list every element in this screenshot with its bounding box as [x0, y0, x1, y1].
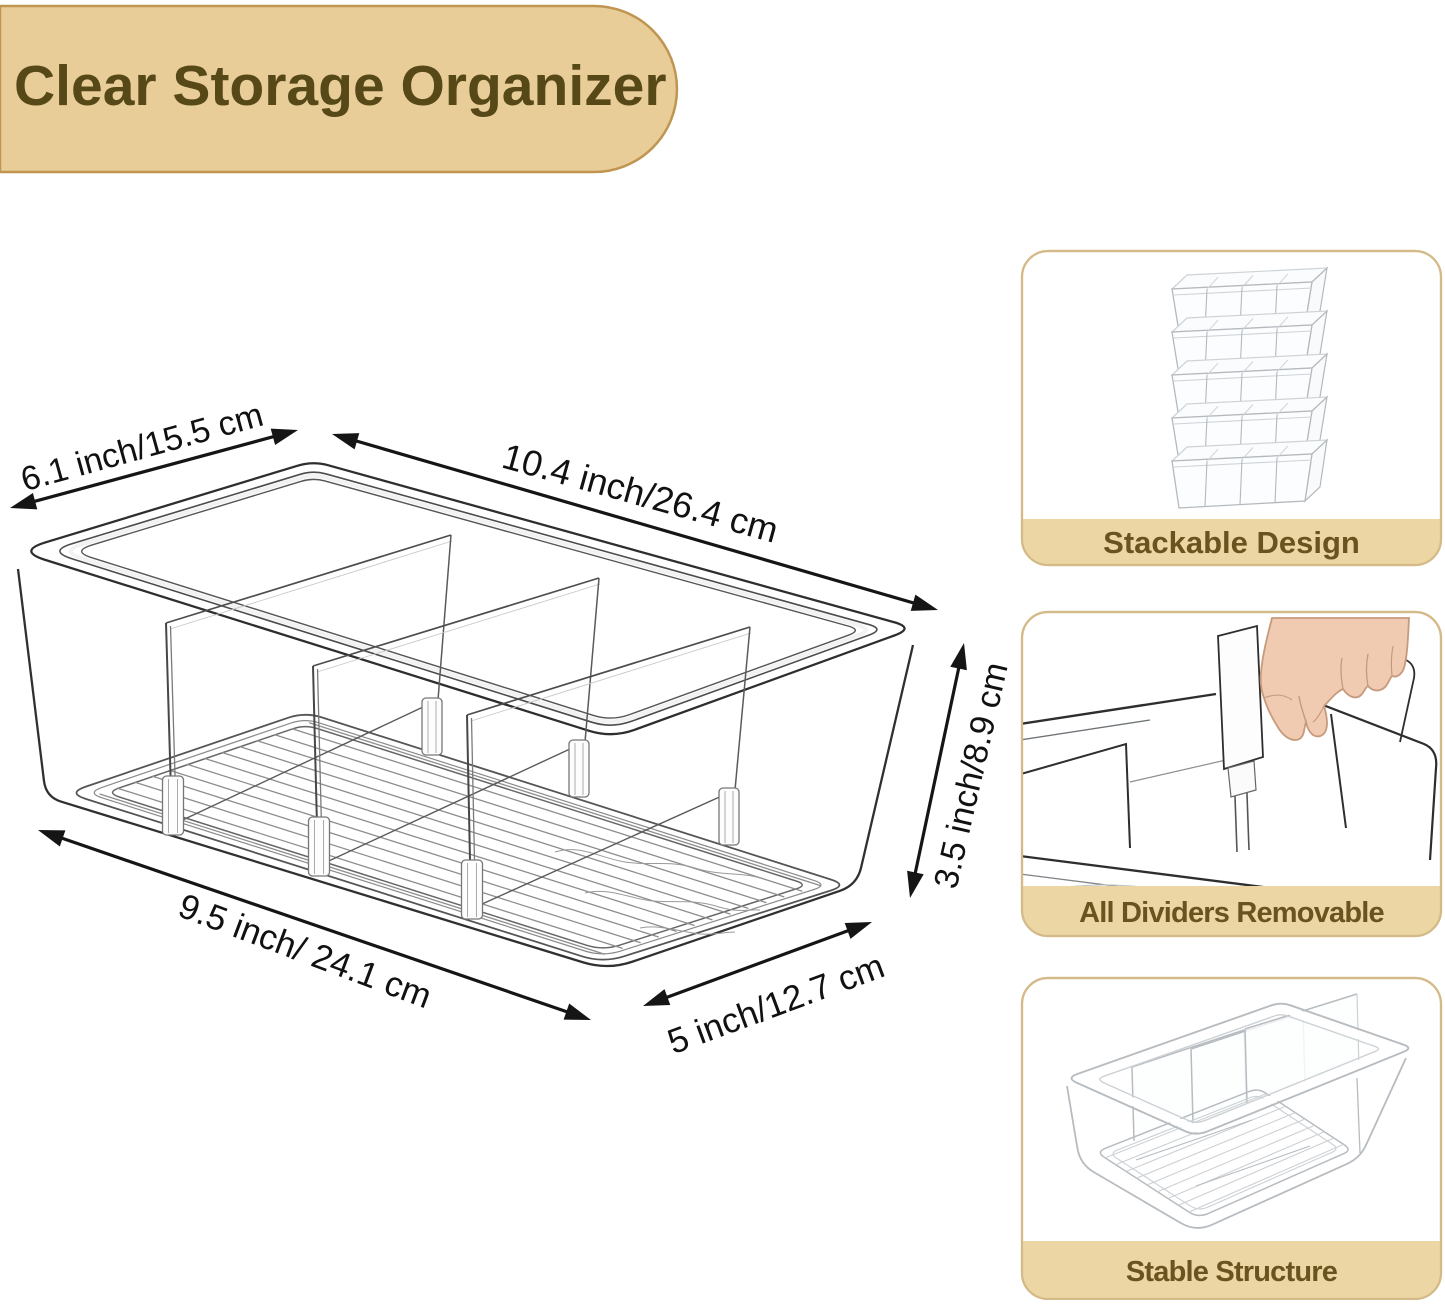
svg-text:Stable Structure: Stable Structure [1126, 1256, 1338, 1288]
svg-text:Clear Storage Organizer: Clear Storage Organizer [14, 54, 667, 118]
svg-text:3.5 inch/8.9 cm: 3.5 inch/8.9 cm [927, 659, 1016, 892]
svg-text:All Dividers Removable: All Dividers Removable [1079, 897, 1384, 929]
svg-text:Stackable Design: Stackable Design [1103, 525, 1360, 560]
svg-text:5 inch/12.7 cm: 5 inch/12.7 cm [663, 946, 890, 1062]
